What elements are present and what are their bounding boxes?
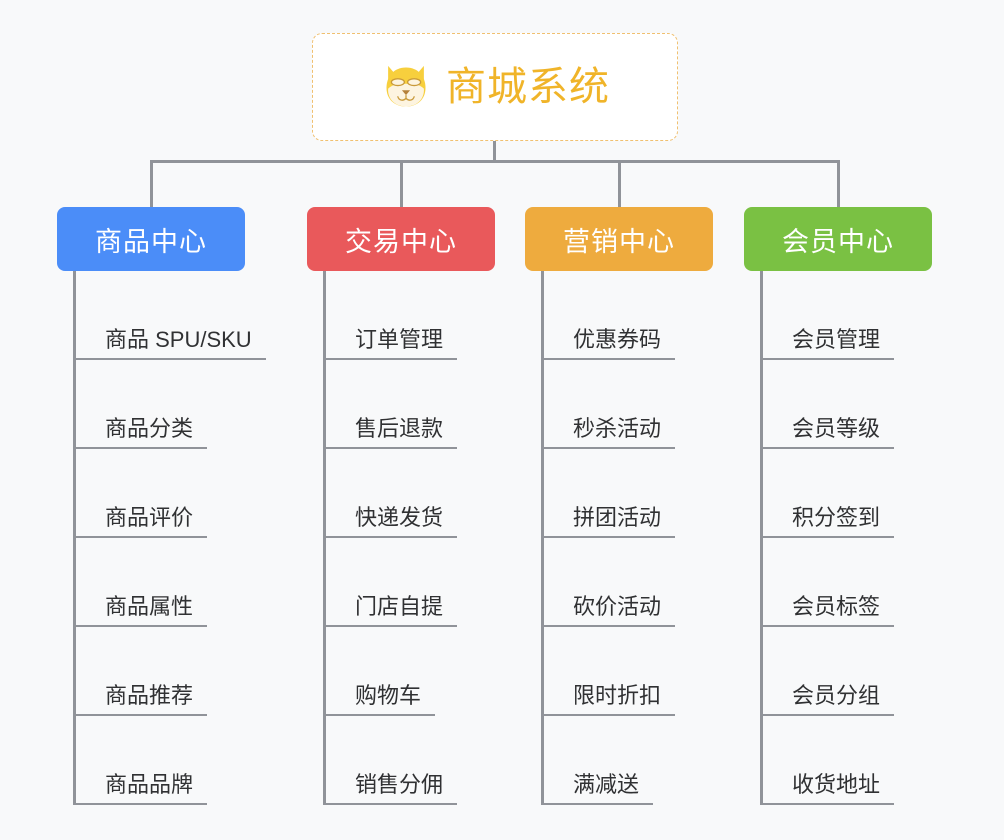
leaf-item[interactable]: 商品推荐 [73, 627, 245, 716]
leaf-item-label: 购物车 [323, 683, 436, 716]
leaf-item[interactable]: 拼团活动 [541, 449, 713, 538]
column-marketing-center: 营销中心 优惠券码 秒杀活动 拼团活动 砍价活动 限时折扣 满减送 [525, 207, 713, 805]
leaf-item-label: 秒杀活动 [541, 416, 676, 449]
leaf-item-label: 售后退款 [323, 416, 458, 449]
leaf-item[interactable]: 满减送 [541, 716, 713, 805]
leaf-item[interactable]: 购物车 [323, 627, 495, 716]
leaf-item-label: 商品 SPU/SKU [73, 327, 266, 360]
connector-root-stem [493, 141, 496, 163]
leaf-item-label: 优惠券码 [541, 327, 676, 360]
leaf-item[interactable]: 积分签到 [760, 449, 932, 538]
leaf-item[interactable]: 商品品牌 [73, 716, 245, 805]
leaf-item-label: 会员分组 [760, 683, 895, 716]
leaf-item[interactable]: 收货地址 [760, 716, 932, 805]
leaf-item-label: 拼团活动 [541, 505, 676, 538]
column-trade-center: 交易中心 订单管理 售后退款 快递发货 门店自提 购物车 销售分佣 [307, 207, 495, 805]
leaf-item[interactable]: 会员管理 [760, 271, 932, 360]
category-header-label: 交易中心 [345, 226, 457, 257]
leaf-item-label: 商品分类 [73, 416, 208, 449]
leaf-item-label: 商品品牌 [73, 772, 208, 805]
leaf-item-label: 门店自提 [323, 594, 458, 627]
connector-spine-trade-center [323, 271, 326, 805]
leaf-item[interactable]: 门店自提 [323, 538, 495, 627]
connector-spine-member-center [760, 271, 763, 805]
connector-drop-product-center [150, 160, 153, 207]
column-product-center: 商品中心 商品 SPU/SKU 商品分类 商品评价 商品属性 商品推荐 商品品牌 [57, 207, 266, 805]
leaf-item[interactable]: 会员等级 [760, 360, 932, 449]
leaf-item[interactable]: 优惠券码 [541, 271, 713, 360]
category-header-trade-center[interactable]: 交易中心 [307, 207, 495, 271]
leaf-list-member-center: 会员管理 会员等级 积分签到 会员标签 会员分组 收货地址 [760, 271, 932, 805]
leaf-item-label: 限时折扣 [541, 683, 676, 716]
leaf-item[interactable]: 砍价活动 [541, 538, 713, 627]
leaf-item-label: 砍价活动 [541, 594, 676, 627]
leaf-item[interactable]: 商品分类 [73, 360, 245, 449]
leaf-item-label: 商品属性 [73, 594, 208, 627]
leaf-item-label: 会员等级 [760, 416, 895, 449]
leaf-item[interactable]: 秒杀活动 [541, 360, 713, 449]
category-header-member-center[interactable]: 会员中心 [744, 207, 932, 271]
leaf-item-label: 快递发货 [323, 505, 458, 538]
leaf-item[interactable]: 销售分佣 [323, 716, 495, 805]
leaf-list-product-center: 商品 SPU/SKU 商品分类 商品评价 商品属性 商品推荐 商品品牌 [73, 271, 266, 805]
leaf-item-label: 满减送 [541, 772, 654, 805]
root-node-label: 商城系统 [446, 65, 610, 109]
leaf-item-label: 订单管理 [323, 327, 458, 360]
connector-drop-marketing-center [618, 160, 621, 207]
category-header-label: 会员中心 [782, 226, 894, 257]
leaf-item-label: 积分签到 [760, 505, 895, 538]
root-node-mall-system[interactable]: 商城系统 [312, 33, 678, 141]
column-member-center: 会员中心 会员管理 会员等级 积分签到 会员标签 会员分组 收货地址 [744, 207, 932, 805]
category-header-marketing-center[interactable]: 营销中心 [525, 207, 713, 271]
connector-horizontal-bus [150, 160, 840, 163]
category-header-product-center[interactable]: 商品中心 [57, 207, 245, 271]
leaf-item-label: 收货地址 [760, 772, 895, 805]
leaf-item[interactable]: 售后退款 [323, 360, 495, 449]
leaf-item-label: 会员标签 [760, 594, 895, 627]
connector-drop-trade-center [400, 160, 403, 207]
leaf-item[interactable]: 订单管理 [323, 271, 495, 360]
leaf-item[interactable]: 商品属性 [73, 538, 245, 627]
leaf-item-label: 商品评价 [73, 505, 208, 538]
leaf-list-trade-center: 订单管理 售后退款 快递发货 门店自提 购物车 销售分佣 [323, 271, 495, 805]
connector-drop-member-center [837, 160, 840, 207]
leaf-item[interactable]: 商品评价 [73, 449, 245, 538]
leaf-item[interactable]: 限时折扣 [541, 627, 713, 716]
connector-spine-marketing-center [541, 271, 544, 805]
leaf-item-label: 销售分佣 [323, 772, 458, 805]
leaf-item[interactable]: 快递发货 [323, 449, 495, 538]
leaf-item-label: 商品推荐 [73, 683, 208, 716]
leaf-item-label: 会员管理 [760, 327, 895, 360]
connector-spine-product-center [73, 271, 76, 805]
category-header-label: 商品中心 [95, 226, 207, 257]
shiba-dog-face-icon [386, 65, 426, 107]
leaf-item[interactable]: 商品 SPU/SKU [73, 271, 266, 360]
leaf-item[interactable]: 会员分组 [760, 627, 932, 716]
category-header-label: 营销中心 [563, 226, 675, 257]
leaf-item[interactable]: 会员标签 [760, 538, 932, 627]
leaf-list-marketing-center: 优惠券码 秒杀活动 拼团活动 砍价活动 限时折扣 满减送 [541, 271, 713, 805]
